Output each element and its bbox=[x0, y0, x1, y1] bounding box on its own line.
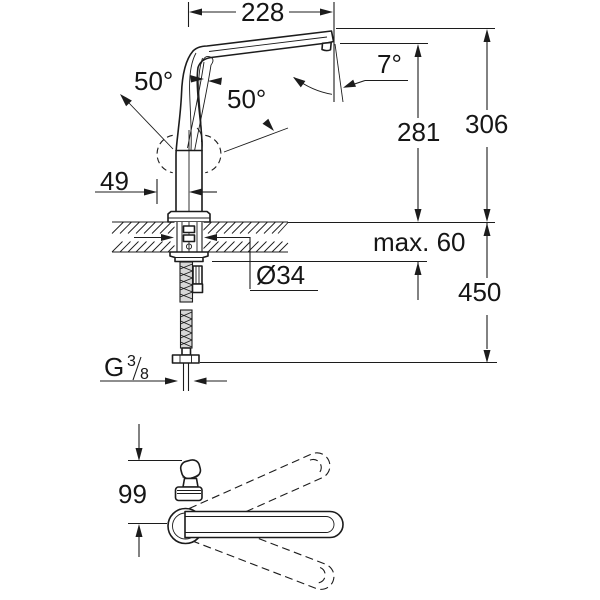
label-swivel-left: 50° bbox=[134, 66, 173, 96]
label-spout-angle: 7° bbox=[377, 49, 402, 79]
dim-depth-below: 450 bbox=[200, 223, 501, 364]
label-hole-diameter: Ø34 bbox=[256, 260, 305, 290]
hose-collar bbox=[181, 347, 192, 356]
faucet-profile bbox=[167, 30, 335, 223]
handle-collar bbox=[182, 477, 199, 488]
annotations: 228 7° 50° 50° bbox=[95, 0, 508, 557]
side-view bbox=[111, 30, 335, 391]
dim-outlet-height: 281 bbox=[340, 42, 440, 222]
dim-spout-angle: 7° bbox=[293, 43, 408, 103]
dim-spout-reach: 228 bbox=[187, 0, 335, 102]
hose-nut bbox=[171, 354, 200, 364]
swivel-range-arcs bbox=[128, 102, 289, 174]
label-spout-reach: 228 bbox=[241, 0, 284, 27]
dim-handle-height: 99 bbox=[118, 424, 182, 557]
faucet-base bbox=[167, 210, 211, 223]
spout-outlet bbox=[321, 41, 332, 52]
dim-swivel-left: 50° bbox=[120, 66, 204, 107]
mounting-flange bbox=[169, 251, 209, 263]
label-base-offset: 49 bbox=[100, 166, 129, 196]
bottom-view bbox=[167, 452, 344, 590]
label-outlet-height: 281 bbox=[397, 117, 440, 147]
handle-knob bbox=[179, 459, 202, 480]
label-handle-height: 99 bbox=[118, 479, 147, 509]
mounting-shank bbox=[169, 222, 209, 263]
dim-swivel-right: 50° bbox=[208, 77, 274, 131]
dim-hole-diameter: Ø34 bbox=[134, 234, 318, 292]
label-thread-den: 8 bbox=[140, 366, 149, 383]
threaded-stud bbox=[192, 265, 203, 285]
dim-total-height: 306 bbox=[288, 27, 508, 224]
label-depth-below: 450 bbox=[458, 277, 501, 307]
label-max-deck: max. 60 bbox=[373, 227, 466, 257]
spout-swivel-up bbox=[188, 452, 331, 533]
label-swivel-right: 50° bbox=[227, 84, 266, 114]
label-thread-g: G bbox=[104, 352, 124, 382]
dim-base-offset: 49 bbox=[95, 166, 217, 204]
supply-hose bbox=[171, 261, 204, 391]
handle-top-view bbox=[174, 459, 203, 502]
label-total-height: 306 bbox=[465, 109, 508, 139]
spout-swivel-down bbox=[190, 515, 335, 590]
spout-top-view bbox=[184, 510, 344, 539]
dim-max-deck: max. 60 bbox=[212, 227, 466, 300]
faucet-outline bbox=[175, 30, 335, 213]
label-thread-num: 3 bbox=[127, 353, 136, 370]
dim-thread: G 3 8 bbox=[100, 352, 227, 385]
